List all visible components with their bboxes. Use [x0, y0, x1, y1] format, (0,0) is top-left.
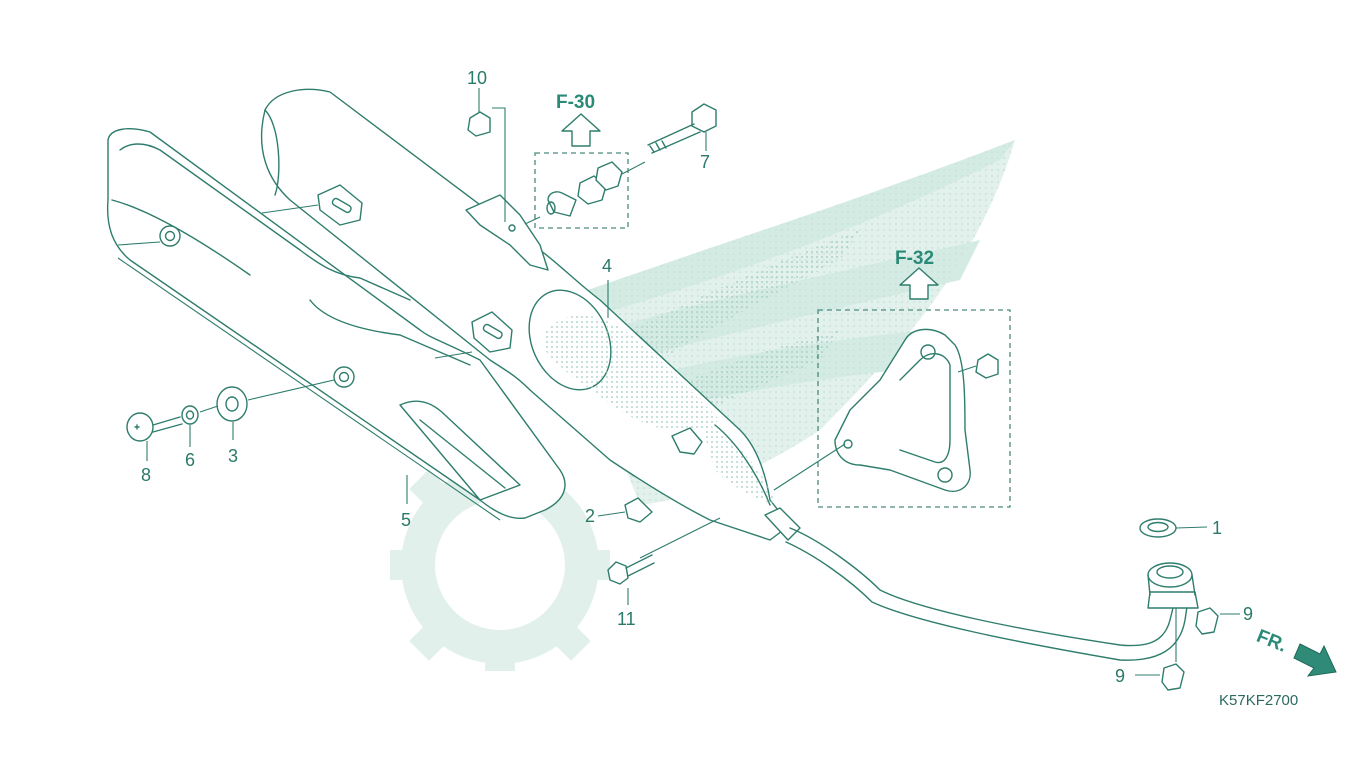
flange-nut-upper: [1195, 607, 1219, 635]
f30-arrow: [561, 113, 601, 147]
reference-f30[interactable]: F-30: [556, 92, 595, 113]
callout-7: 7: [700, 152, 710, 172]
bolt-7: [647, 103, 717, 154]
callout-2: 2: [585, 506, 595, 526]
flange-nut-lower: [1161, 663, 1185, 691]
exhaust-pipe: [764, 507, 1199, 661]
callout-labels: 1 2 3 4 5 6 7 8 9 9 10 11: [141, 68, 1253, 686]
drawing-code: K57KF2700: [1219, 692, 1298, 709]
muffler: [260, 88, 791, 541]
callout-3: 3: [228, 446, 238, 466]
callout-8: 8: [141, 465, 151, 485]
f32-arrow: [899, 267, 939, 300]
callout-4: 4: [602, 256, 612, 276]
reference-f32[interactable]: F-32: [895, 248, 934, 269]
clip-2: [624, 497, 653, 523]
callout-1: 1: [1212, 518, 1222, 538]
f30-detail: [524, 152, 646, 229]
heat-shield: [106, 128, 566, 519]
rubber-3: [216, 386, 248, 422]
cap-nut-10: [467, 111, 491, 137]
bolt-11: [607, 554, 655, 585]
callout-11: 11: [617, 609, 636, 629]
callout-9a: 9: [1243, 604, 1253, 624]
callout-9b: 9: [1115, 666, 1125, 686]
gasket: [1139, 518, 1177, 538]
front-direction-label: FR.: [1253, 626, 1289, 657]
callout-6: 6: [185, 450, 195, 470]
callout-10: 10: [467, 68, 487, 88]
f32-detail: [817, 309, 1011, 508]
front-direction-arrow: [1293, 643, 1337, 677]
leader-lines: [117, 88, 1240, 676]
screw-8: [126, 412, 183, 442]
callout-5: 5: [401, 510, 411, 530]
collar-6: [181, 405, 199, 425]
